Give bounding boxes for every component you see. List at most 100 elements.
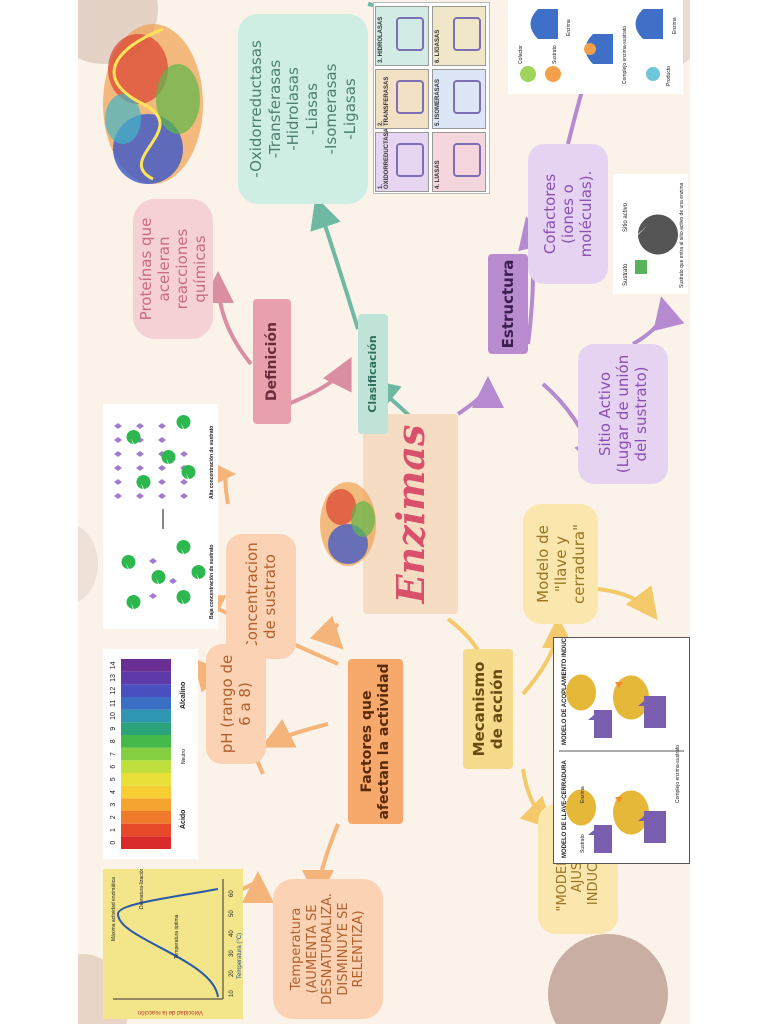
ph-number: 0: [110, 841, 117, 845]
enzyme-shape: [181, 465, 196, 479]
node-concentracion-label: Concentracion de sustrato: [243, 542, 279, 651]
ph-number: 12: [110, 687, 117, 695]
substrate-shape: [114, 493, 122, 499]
ph-number: 5: [110, 777, 117, 781]
enzyme-class-cell: 4. LIASAS: [432, 132, 486, 192]
ph-number: 4: [110, 790, 117, 794]
ph-color-cell: [121, 811, 171, 824]
caption: Sustrato que entra al sitio activo de un…: [679, 182, 685, 288]
ph-color-cell: [121, 785, 171, 799]
ph-number: 7: [110, 752, 117, 756]
complex-substrate-shape: [638, 696, 666, 728]
substrate-shape: [158, 465, 166, 471]
complex-enzyme-shape: [613, 790, 649, 835]
complex-shape: [585, 34, 613, 64]
ph-color-cell: [121, 836, 171, 849]
x-tick-label: 60: [229, 890, 235, 897]
enzyme-shape: [126, 595, 141, 609]
enzyme-class-label: 5. ISOMERASAS: [435, 78, 441, 126]
enzyme-shape: [151, 570, 166, 584]
enzyme-class-label: 1. OXIDORREDUCTASAS: [378, 124, 390, 189]
ph-number: 11: [110, 700, 117, 707]
ph-color-cell: [121, 697, 171, 710]
node-clasificacion-label: Clasificación: [366, 335, 380, 413]
enzyme-shape: [191, 565, 206, 579]
ph-number: 10: [110, 712, 117, 720]
substrate-label: Sustrato: [552, 45, 558, 64]
substrate-shape: [635, 260, 647, 274]
x-tick-label: 40: [229, 930, 235, 937]
left-margin: [0, 0, 78, 1024]
right-margin: [690, 0, 768, 1024]
ph-number: 8: [110, 739, 117, 743]
substrate-shape: [114, 479, 122, 485]
enzyme-label: Enzima: [580, 786, 586, 803]
ph-color-cell: [121, 823, 171, 837]
substrate-shape: [180, 493, 188, 499]
enzyme-class-diagram: [453, 17, 481, 51]
ph-number: 1: [110, 828, 117, 832]
enzyme-shape: [566, 789, 596, 826]
substrate-label: Sustrato: [623, 263, 629, 286]
arrow-icon: [615, 797, 623, 803]
node-factores: Factores que afectan la actividad: [348, 659, 403, 824]
curve: [116, 888, 219, 998]
enzyme-label-2: Enzima: [672, 17, 678, 34]
high-concentration-label: Alta concentración de sustrato: [209, 426, 215, 499]
substrate-shape: [158, 479, 166, 485]
enzyme-shape: [638, 214, 678, 255]
ph-color-cell: [121, 798, 171, 811]
substrate-shape: [158, 423, 166, 429]
node-mecanismo-label: Mecanismo de acción: [470, 661, 506, 757]
enzyme-class-diagram: [453, 143, 481, 177]
ph-color-cell: [121, 747, 171, 761]
substrate-shape: [149, 558, 157, 564]
substrate-shape: [136, 423, 144, 429]
arrow-icon: [615, 682, 623, 688]
substrate-shape: [158, 437, 166, 443]
node-cofactores-label: Cofactores (iones o moléculas).: [541, 170, 595, 258]
x-tick-label: 50: [229, 910, 235, 917]
substrate-shape: [114, 437, 122, 443]
product-shape: [646, 67, 660, 81]
ph-number: 14: [110, 661, 117, 669]
ph-number: 9: [110, 727, 117, 731]
active-site-label: Sitio activo: [623, 202, 629, 232]
right-model-title: MODELO DE ACOPLAMIENTO INDUCIDO: [562, 638, 568, 745]
title-text: Enzimas: [387, 424, 433, 604]
complex-label: Complejo enzima-sustrato: [675, 745, 681, 803]
node-concentracion: Concentracion de sustrato: [226, 534, 296, 659]
node-mecanismo: Mecanismo de acción: [463, 649, 513, 769]
enzyme-class-diagram: [396, 143, 424, 177]
substrate-label: Sustrato: [580, 834, 586, 853]
protein-illustration-small: [320, 482, 376, 566]
left-model-title: MODELO DE LLAVE-CERRADURA: [562, 759, 568, 858]
node-estructura: Estructura: [488, 254, 528, 354]
enzyme-shape: [176, 590, 191, 604]
node-definicion: Definición: [253, 299, 291, 424]
enzyme-class-label: 3. HIDROLASAS: [378, 16, 384, 63]
enzyme-class-cell: 2. TRANSFERASAS: [375, 69, 429, 129]
enzyme-class-cell: 1. OXIDORREDUCTASAS: [375, 124, 429, 192]
substrate-shape: [180, 479, 188, 485]
enzyme-class-diagram: [396, 80, 424, 114]
substrate-shape: [180, 451, 188, 457]
substrate-shape: [136, 451, 144, 457]
ph-number: 3: [110, 803, 117, 807]
enzyme-shape: [136, 475, 151, 489]
substrate-shape: [136, 493, 144, 499]
substrate-shape: [588, 825, 612, 853]
enzyme-class-label: 2. TRANSFERASAS: [378, 76, 390, 126]
node-definicion-desc-label: Proteínas que aceleran reacciones químic…: [137, 217, 209, 321]
node-llave: Modelo de "llave y cerradura": [523, 504, 598, 624]
enzyme-shape: [530, 9, 558, 39]
node-definicion-desc: Proteínas que aceleran reacciones químic…: [133, 199, 213, 339]
node-clasificacion-list: -Oxidorreductasas -Transferasas -Hidrola…: [238, 14, 368, 204]
node-factores-label: Factores que afectan la actividad: [358, 663, 392, 820]
enzyme-class-label: 6. LIGASAS: [435, 29, 441, 63]
enzyme-class-cell: 5. ISOMERASAS: [432, 69, 486, 129]
ph-color-cell: [121, 734, 171, 748]
